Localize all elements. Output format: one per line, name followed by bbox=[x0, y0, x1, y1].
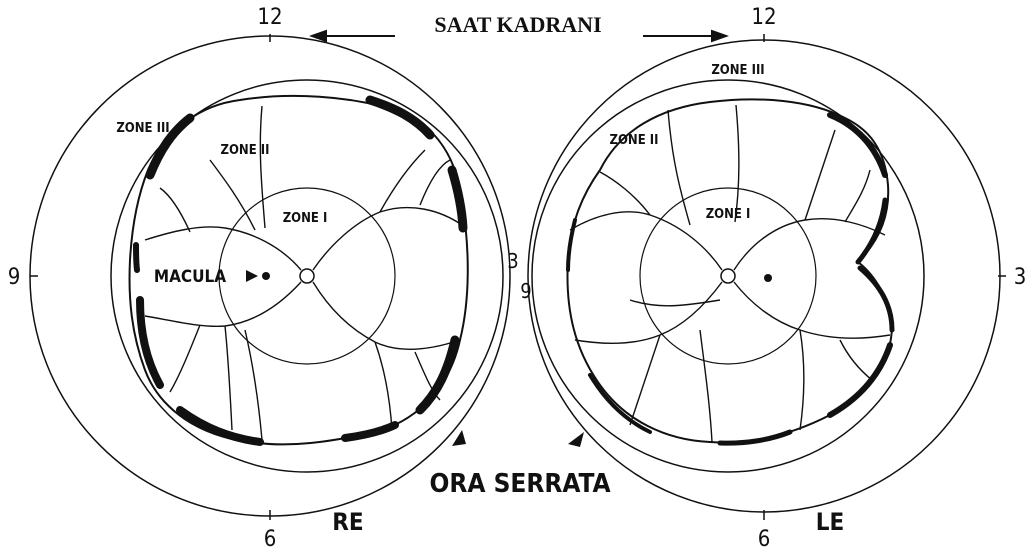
ora-serrata-right-arrowhead bbox=[568, 432, 584, 447]
le-optic-disc bbox=[721, 269, 735, 283]
le-clock-6: 6 bbox=[758, 527, 771, 552]
le-clock-9: 9 bbox=[520, 279, 531, 303]
re-clock-12: 12 bbox=[257, 5, 282, 30]
re-eye-label: RE bbox=[332, 508, 363, 536]
re-macula-label: MACULA bbox=[154, 267, 226, 287]
re-optic-disc bbox=[300, 269, 314, 283]
re-macula-arrowhead bbox=[246, 270, 258, 282]
re-macula-dot bbox=[262, 272, 270, 280]
re-clock-6: 6 bbox=[264, 527, 277, 552]
re-clock-9: 9 bbox=[8, 265, 21, 290]
re-zone2-label: ZONE II bbox=[221, 143, 270, 158]
le-clock-3: 3 bbox=[1014, 265, 1027, 290]
le-clock-12: 12 bbox=[751, 5, 776, 30]
le-eye-label: LE bbox=[816, 508, 845, 536]
le-zone3-label: ZONE III bbox=[711, 63, 764, 78]
title-left-arrow bbox=[312, 31, 395, 41]
le-zone2-label: ZONE II bbox=[610, 133, 659, 148]
le-zone1-label: ZONE I bbox=[706, 207, 751, 222]
title-right-arrow bbox=[643, 31, 726, 41]
ora-serrata-label: ORA SERRATA bbox=[429, 469, 610, 499]
re-zone1-label: ZONE I bbox=[283, 211, 328, 226]
ora-serrata-left-arrowhead bbox=[452, 430, 466, 446]
diagram-title: SAAT KADRANI bbox=[434, 12, 601, 37]
le-macula-dot bbox=[764, 274, 772, 282]
re-zone3-label: ZONE III bbox=[116, 121, 169, 136]
